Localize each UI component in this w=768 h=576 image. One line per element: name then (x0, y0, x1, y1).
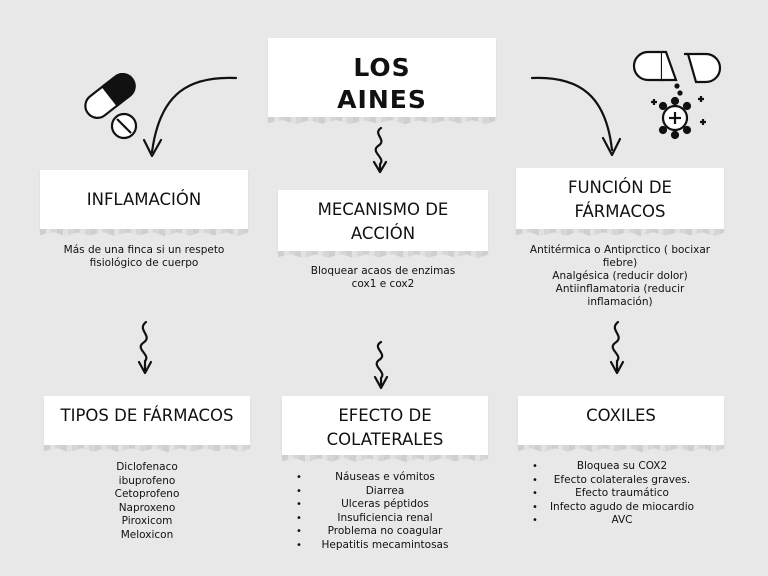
list-item: Bloquea su COX2 (532, 460, 712, 474)
arrow-mecanismo-to-efecto (375, 340, 384, 388)
box-tipos: TIPOS DE FÁRMACOS (44, 396, 250, 446)
box-coxiles: COXILES (518, 396, 724, 446)
box-inflamacion: INFLAMACIÓN (40, 170, 248, 230)
list-item: Diclofenaco (116, 461, 178, 473)
box-inflamacion-desc: Más de una finca si un respeto fisiológi… (63, 244, 225, 269)
box-mecanismo-desc: Bloquear acaos de enzimas cox1 e cox2 (310, 265, 456, 290)
box-inflamacion-title: INFLAMACIÓN (86, 190, 202, 209)
arrow-inflamacion-to-tipos (139, 320, 148, 374)
list-item: Insuficiencia renal (296, 512, 474, 526)
box-efecto-title: EFECTO DE COLATERALES (326, 406, 444, 449)
box-mecanismo: MECANISMO DE ACCIÓN (278, 190, 488, 252)
box-tipos-title: TIPOS DE FÁRMACOS (60, 406, 234, 425)
pill-capsule-tablet-icon (84, 73, 138, 140)
box-funcion-title: FUNCIÓN DE FÁRMACOS (567, 178, 672, 221)
efecto-list: Náuseas e vómitos Diarrea Ulceras péptid… (296, 471, 474, 552)
box-funcion-desc: Antitérmica o Antiprctico ( bocixar fieb… (529, 244, 711, 308)
box-coxiles-title: COXILES (586, 406, 656, 425)
list-item: Ulceras péptidos (296, 498, 474, 512)
open-capsule-molecule-icon (632, 50, 722, 140)
box-efecto: EFECTO DE COLATERALES (282, 396, 488, 456)
list-item: Problema no coagular (296, 525, 474, 539)
list-item: Efecto colaterales graves. (532, 474, 712, 488)
list-item: Cetoprofeno (114, 488, 180, 500)
list-item: Infecto agudo de miocardio (532, 501, 712, 515)
list-item: Hepatitis mecamintosas (296, 539, 474, 553)
list-item: Diarrea (296, 485, 474, 499)
list-item: Piroxicom (121, 515, 173, 527)
list-item: Efecto traumático (532, 487, 712, 501)
page-title: LOS AINES (337, 53, 427, 114)
list-item: Naproxeno (118, 501, 176, 514)
coxiles-list: Bloquea su COX2 Efecto colaterales grave… (532, 460, 712, 528)
arrow-title-to-mecanismo (374, 126, 383, 172)
title-card: LOS AINES (268, 38, 496, 118)
box-mecanismo-title: MECANISMO DE ACCIÓN (317, 200, 449, 243)
arrow-title-to-inflamacion (150, 76, 238, 154)
list-item: ibuprofeno (118, 474, 176, 487)
arrow-title-to-funcion (530, 76, 614, 152)
box-funcion: FUNCIÓN DE FÁRMACOS (516, 168, 724, 230)
list-item: AVC (532, 514, 712, 528)
arrow-funcion-to-coxiles (611, 320, 620, 374)
list-item: Meloxicon (120, 528, 174, 541)
tipos-list: Diclofenaco ibuprofeno Cetoprofeno Napro… (44, 461, 250, 542)
list-item: Náuseas e vómitos (296, 471, 474, 485)
